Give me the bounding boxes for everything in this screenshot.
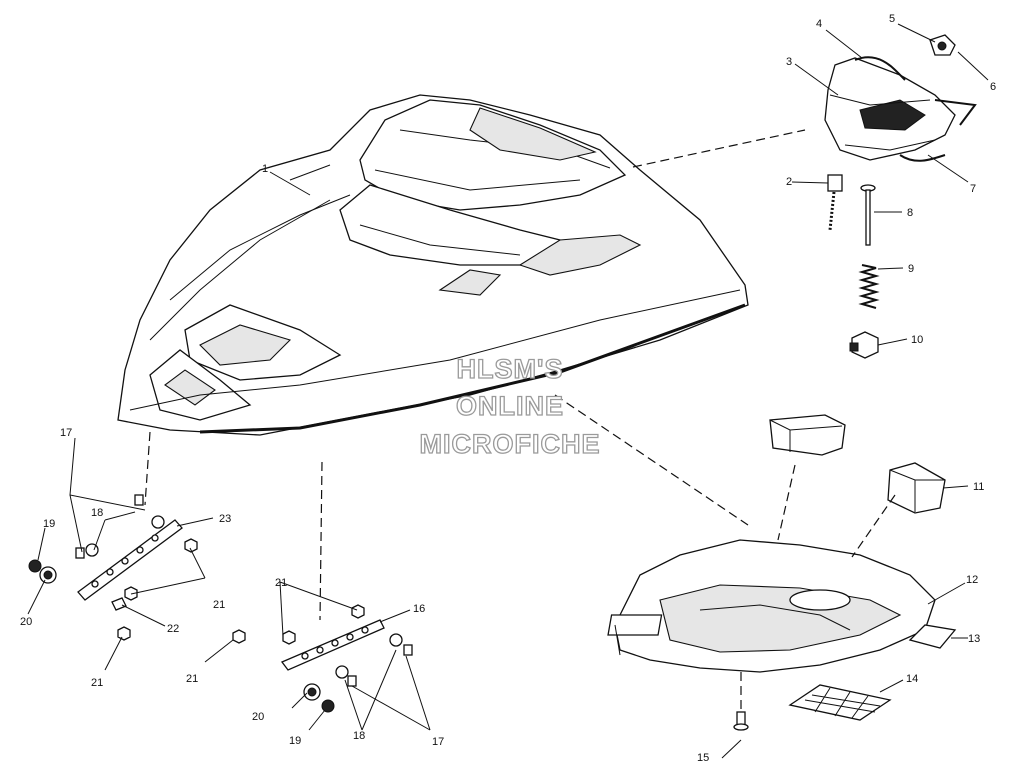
watermark-line-3: MICROFICHE xyxy=(420,429,601,459)
callout-20-right: 20 xyxy=(252,711,264,723)
leader-lines xyxy=(27,23,989,759)
foam-block-right xyxy=(887,462,946,514)
callout-3: 3 xyxy=(786,56,792,68)
callout-2: 2 xyxy=(786,176,792,188)
callout-18-left: 18 xyxy=(91,507,103,519)
callout-21-c: 21 xyxy=(186,673,198,685)
clip-22 xyxy=(111,597,127,611)
left-bracket-assembly xyxy=(28,494,198,641)
callout-22: 22 xyxy=(167,623,179,635)
bolt xyxy=(134,494,144,506)
callout-6: 6 xyxy=(990,81,996,93)
assembly-lines xyxy=(144,129,896,712)
washer xyxy=(151,515,165,529)
callout-19-left: 19 xyxy=(43,518,55,530)
access-grille xyxy=(788,684,892,721)
latch-pin xyxy=(865,189,871,246)
headlight-assembly xyxy=(824,34,977,162)
right-bracket-assembly xyxy=(232,604,413,713)
callout-1: 1 xyxy=(262,163,268,175)
strap-head xyxy=(827,174,843,192)
callout-11: 11 xyxy=(973,481,984,493)
callout-19-right: 19 xyxy=(289,735,301,747)
hood-assembly xyxy=(117,94,749,436)
callout-8: 8 xyxy=(907,207,913,219)
callout-20-left: 20 xyxy=(20,616,32,628)
callout-23: 23 xyxy=(219,513,231,525)
callout-10: 10 xyxy=(911,334,923,346)
callout-16: 16 xyxy=(413,603,425,615)
callout-labels: 1 2 3 4 5 6 7 8 9 10 11 12 13 14 15 16 1… xyxy=(20,13,996,764)
knob-19 xyxy=(28,559,42,573)
callout-18-right: 18 xyxy=(353,730,365,742)
callout-21-b: 21 xyxy=(91,677,103,689)
callout-12: 12 xyxy=(966,574,978,586)
callout-13: 13 xyxy=(968,633,980,645)
hood-latch-parts xyxy=(827,174,880,359)
callout-14: 14 xyxy=(906,673,918,685)
callout-9: 9 xyxy=(908,263,914,275)
watermark: HLSM'S ONLINE MICROFICHE xyxy=(419,353,601,459)
belly-pan-assembly xyxy=(607,414,957,731)
callout-17-left: 17 xyxy=(60,427,72,439)
callout-5: 5 xyxy=(889,13,895,25)
callout-21-a: 21 xyxy=(213,599,225,611)
callout-15: 15 xyxy=(697,752,709,764)
latch-spring xyxy=(858,264,880,309)
callout-7: 7 xyxy=(970,183,976,195)
callout-21-d: 21 xyxy=(275,577,287,589)
foam-block-left xyxy=(769,414,846,456)
watermark-line-1: HLSM'S xyxy=(457,354,564,384)
hood-side-vent xyxy=(518,234,642,276)
callout-17-right: 17 xyxy=(432,736,444,748)
callout-4: 4 xyxy=(816,18,822,30)
decal-plate xyxy=(908,624,957,649)
watermark-line-2: ONLINE xyxy=(456,391,564,421)
